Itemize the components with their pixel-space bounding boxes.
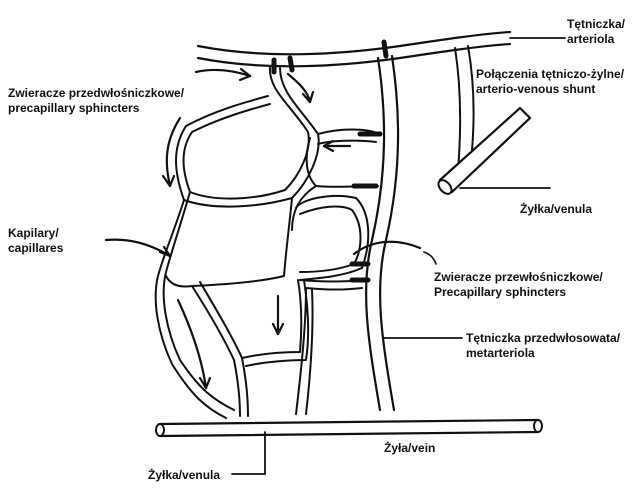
label-capillaries-line-1: Kapilary/ [8, 226, 63, 241]
label-venule-right-line-1: Żyłka/venula [520, 202, 592, 217]
av-shunt-vessel [455, 48, 460, 170]
label-arteriole-line-1: Tętniczka/ [567, 17, 625, 32]
label-metarteriole-line-1: Tętniczka przedwłosowata/ [466, 331, 620, 346]
flow-arrows [106, 69, 420, 388]
label-sphincters-top-line-1: Zwieracze przedwłośniczkowe/ [8, 86, 184, 101]
label-venule-bottom-line-1: Żyłka/venula [148, 468, 220, 483]
label-venule-right: Żyłka/venula [520, 202, 592, 217]
label-sphincters-top-line-2: precapillary sphincters [8, 101, 184, 116]
capillary-network [156, 66, 380, 418]
label-shunt: Połączenia tętniczo-żylne/ arterio-venou… [476, 67, 624, 96]
label-sphincters-mid: Zwieracze przewłośniczkowe/ Precapillary… [434, 270, 603, 299]
label-vein: Żyła/vein [384, 441, 435, 456]
venule-right-vessel [440, 108, 530, 192]
label-arteriole-line-2: arteriola [567, 32, 625, 47]
label-vein-line-1: Żyła/vein [384, 441, 435, 456]
label-shunt-line-2: arterio-venous shunt [476, 82, 624, 97]
vein-vessel [160, 420, 538, 424]
label-venule-bottom: Żyłka/venula [148, 468, 220, 483]
label-sphincters-mid-line-1: Zwieracze przewłośniczkowe/ [434, 270, 603, 285]
label-sphincters-mid-line-2: Precapillary sphincters [434, 285, 603, 300]
label-metarteriole: Tętniczka przedwłosowata/ metarteriola [466, 331, 620, 360]
label-metarteriole-line-2: metarteriola [466, 346, 620, 361]
label-arteriole: Tętniczka/ arteriola [567, 17, 625, 46]
label-sphincters-top: Zwieracze przedwłośniczkowe/ precapillar… [8, 86, 184, 115]
label-capillaries-line-2: capillares [8, 241, 63, 256]
label-capillaries: Kapilary/ capillares [8, 226, 63, 255]
label-shunt-line-1: Połączenia tętniczo-żylne/ [476, 67, 624, 82]
arteriole-vessel [198, 32, 510, 54]
